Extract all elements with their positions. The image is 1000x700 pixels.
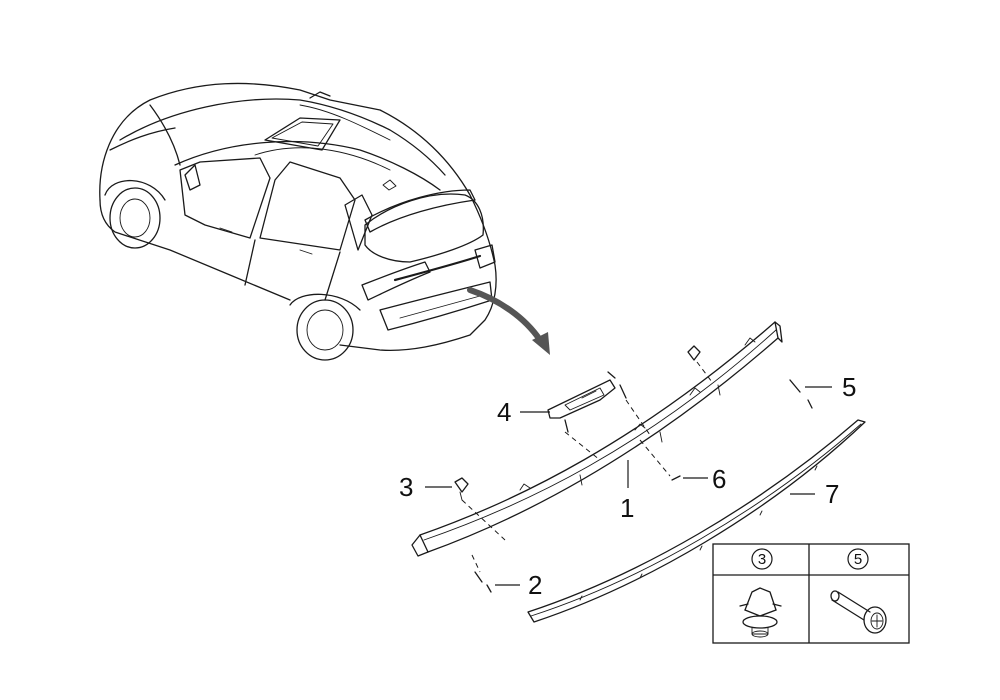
inset-label-left: 3 (758, 551, 766, 568)
screw-part-2 (474, 571, 492, 593)
assembly-guides (461, 361, 713, 573)
pin-part-6 (671, 475, 681, 481)
callout-6: 6 (712, 464, 726, 494)
bracket-part-4 (547, 371, 627, 433)
callout-7: 7 (825, 479, 839, 509)
pointer-arrow-icon (532, 332, 550, 355)
inset-badge-circle (751, 548, 773, 570)
push-clip-icon (739, 587, 782, 638)
callout-2: 2 (528, 570, 542, 600)
trim-strip-part-7 (527, 419, 866, 623)
inset-label-right: 5 (854, 551, 862, 568)
callout-3: 3 (399, 472, 413, 502)
vehicle-illustration (99, 82, 550, 361)
rear-trim-panel-part-1 (411, 321, 783, 557)
inset-badge-circle (847, 548, 869, 570)
fastener-clip-3 (454, 477, 469, 501)
leader-lines (425, 386, 832, 586)
callout-4: 4 (497, 397, 511, 427)
callout-1: 1 (620, 493, 634, 523)
screw-part-5 (789, 379, 813, 409)
screw-pin-icon (830, 590, 887, 634)
callout-5: 5 (842, 372, 856, 402)
fastener-detail-inset: 3 5 (712, 543, 910, 644)
fastener-clip-top (687, 345, 701, 361)
